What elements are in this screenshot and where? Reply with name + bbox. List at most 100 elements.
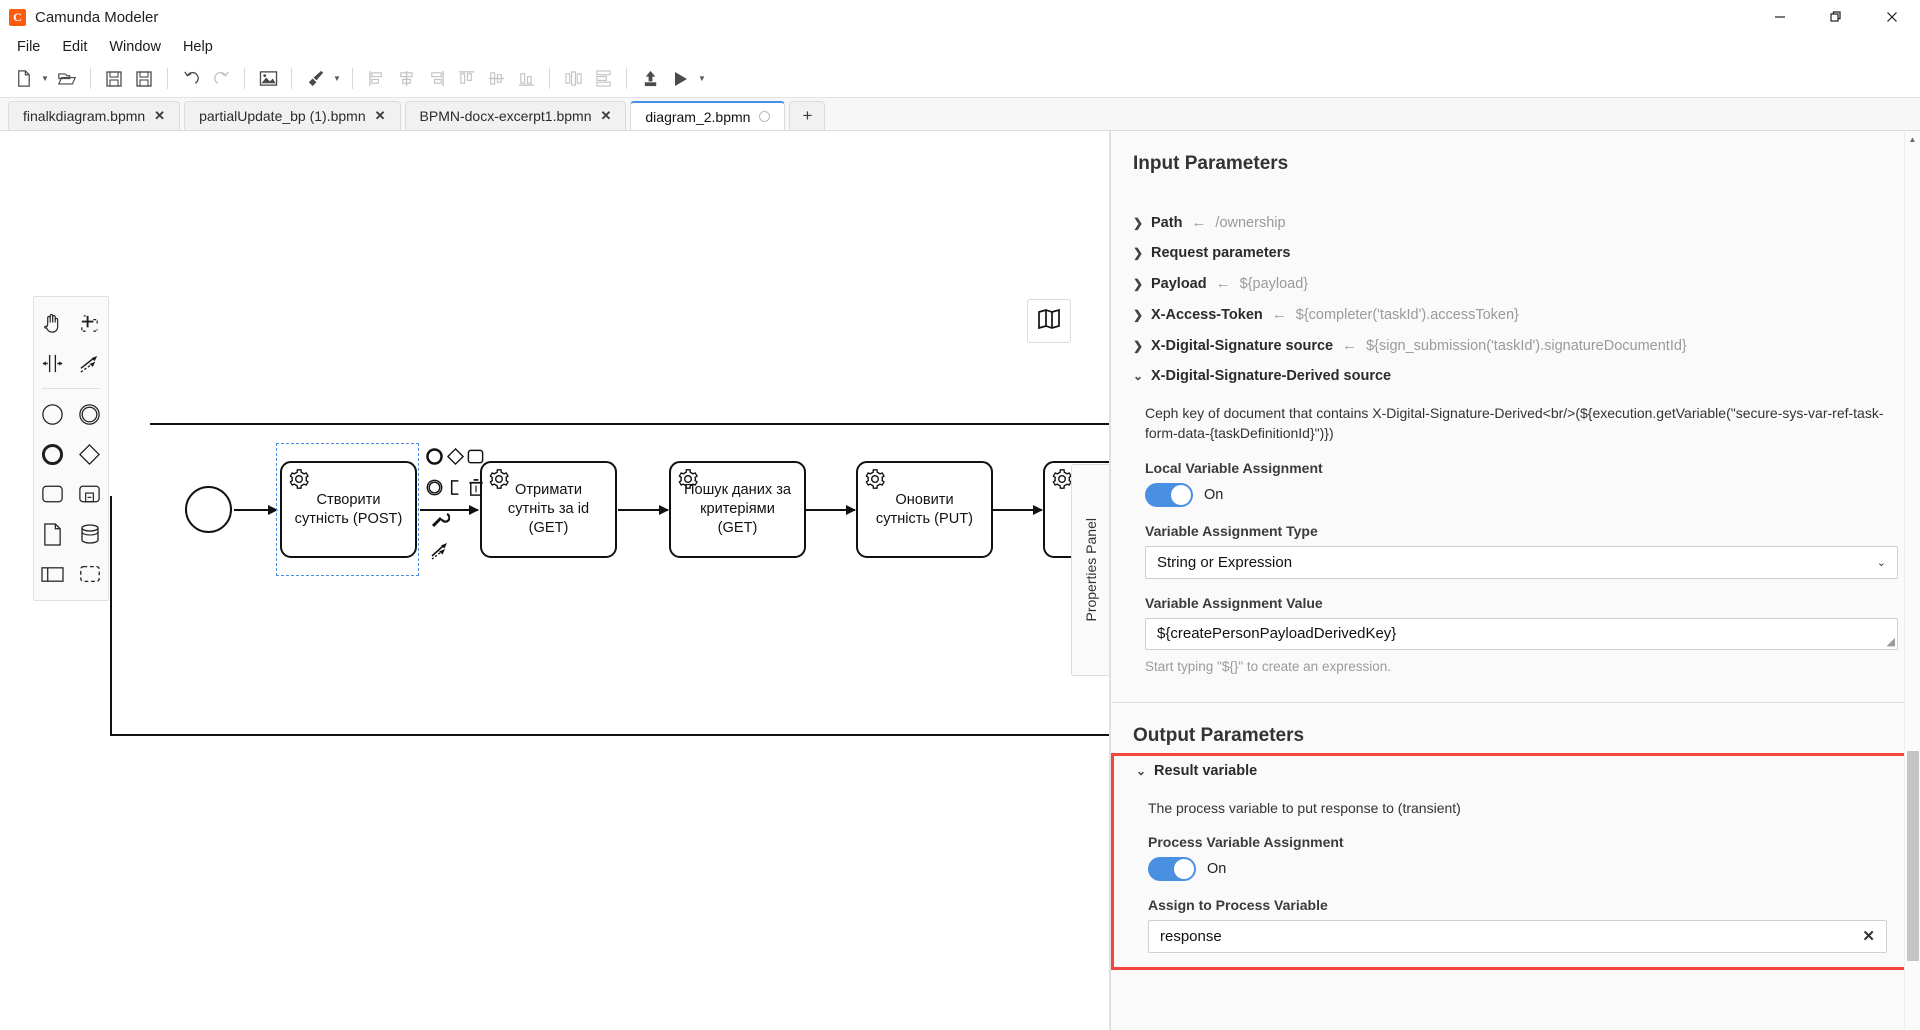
sequence-flow[interactable] xyxy=(420,505,479,515)
properties-panel: Input Parameters ❯ Path ← /ownership ❯ R… xyxy=(1110,131,1920,1030)
resize-grip-icon[interactable]: ◢ xyxy=(1886,635,1895,648)
scrollbar-thumb[interactable] xyxy=(1907,751,1919,961)
local-variable-assignment-toggle[interactable] xyxy=(1145,482,1193,507)
save-icon[interactable] xyxy=(99,64,129,94)
export-image-icon[interactable] xyxy=(253,64,283,94)
brush-caret-icon[interactable]: ▼ xyxy=(333,74,341,83)
minimize-button[interactable] xyxy=(1752,0,1808,34)
brush-icon[interactable] xyxy=(300,64,330,94)
start-instance-icon[interactable] xyxy=(665,64,695,94)
input-param-x-digital-signature-derived-source[interactable]: ⌄ X-Digital-Signature-Derived source xyxy=(1111,361,1920,391)
append-end-event-icon[interactable] xyxy=(424,441,445,472)
tab-bar: finalkdiagram.bpmn ✕ partialUpdate_bp (1… xyxy=(0,98,1920,131)
lasso-tool-icon[interactable] xyxy=(71,303,108,343)
process-variable-assignment-label: Process Variable Assignment xyxy=(1148,833,1344,850)
connect-icon[interactable] xyxy=(424,534,455,565)
participant-lane-bottom xyxy=(110,734,1109,736)
arrow-left-icon: ← xyxy=(1215,275,1231,292)
close-button[interactable] xyxy=(1864,0,1920,34)
align-left-icon[interactable] xyxy=(361,64,391,94)
tab-unsaved-indicator-icon[interactable] xyxy=(759,111,771,122)
append-text-annotation-icon[interactable] xyxy=(445,472,466,503)
map-icon xyxy=(1037,308,1061,335)
bpmn-canvas[interactable]: Створити сутність (POST) Отримати сутніт… xyxy=(0,131,1110,1030)
bpmn-task-search-by-criteria[interactable]: Пошук даних за критеріями (GET) xyxy=(669,461,806,558)
append-intermediate-event-icon[interactable] xyxy=(424,472,445,503)
distribute-horizontal-icon[interactable] xyxy=(558,64,588,94)
align-center-icon[interactable] xyxy=(391,64,421,94)
wrench-icon[interactable] xyxy=(424,503,455,534)
sequence-flow[interactable] xyxy=(618,505,669,515)
delete-icon[interactable] xyxy=(465,472,486,503)
align-bottom-icon[interactable] xyxy=(511,64,541,94)
bpmn-task-update-entity[interactable]: Оновити сутність (PUT) xyxy=(856,461,993,558)
append-gateway-icon[interactable] xyxy=(445,441,466,472)
save-as-icon[interactable] xyxy=(129,64,159,94)
hand-tool-icon[interactable] xyxy=(34,303,71,343)
deploy-icon[interactable] xyxy=(635,64,665,94)
result-variable-label: Result variable xyxy=(1154,762,1258,779)
intermediate-event-icon[interactable] xyxy=(71,394,108,434)
variable-assignment-value-input[interactable]: ${createPersonPayloadDerivedKey} ◢ xyxy=(1145,617,1898,650)
tab-bpmn-docx-excerpt1[interactable]: BPMN-docx-excerpt1.bpmn ✕ xyxy=(404,101,627,130)
input-param-request-parameters[interactable]: ❯ Request parameters xyxy=(1111,238,1920,268)
input-param-x-digital-signature-source[interactable]: ❯ X-Digital-Signature source ← ${sign_su… xyxy=(1111,330,1920,361)
tab-close-icon[interactable]: ✕ xyxy=(600,108,612,123)
bpmn-task-create-entity[interactable]: Створити сутність (POST) xyxy=(280,461,417,558)
open-file-icon[interactable] xyxy=(52,64,82,94)
distribute-vertical-icon[interactable] xyxy=(588,64,618,94)
minimap-toggle-button[interactable] xyxy=(1027,299,1071,343)
sequence-flow[interactable] xyxy=(992,505,1043,515)
start-event[interactable] xyxy=(185,486,232,533)
align-top-icon[interactable] xyxy=(451,64,481,94)
align-middle-icon[interactable] xyxy=(481,64,511,94)
sequence-flow[interactable] xyxy=(805,505,856,515)
variable-assignment-type-select[interactable]: String or Expression ⌄ xyxy=(1145,545,1898,579)
align-right-icon[interactable] xyxy=(421,64,451,94)
toolbar-divider xyxy=(167,68,168,89)
scroll-up-arrow-icon[interactable]: ▲ xyxy=(1908,134,1917,144)
append-task-icon[interactable] xyxy=(465,441,486,472)
new-file-icon[interactable] xyxy=(8,64,38,94)
start-event-icon[interactable] xyxy=(34,394,71,434)
end-event-icon[interactable] xyxy=(34,434,71,474)
clear-icon[interactable]: ✕ xyxy=(1862,928,1875,946)
subprocess-icon[interactable] xyxy=(71,474,108,514)
participant-icon[interactable] xyxy=(34,554,71,594)
local-variable-assignment-label: Local Variable Assignment xyxy=(1145,459,1323,476)
tab-finalkdiagram[interactable]: finalkdiagram.bpmn ✕ xyxy=(8,101,181,130)
bpmn-task-get-entity-by-id[interactable]: Отримати сутніть за id (GET) xyxy=(480,461,617,558)
tab-close-icon[interactable]: ✕ xyxy=(374,108,386,123)
assign-to-process-variable-input[interactable]: response ✕ xyxy=(1148,919,1887,953)
new-file-caret-icon[interactable]: ▼ xyxy=(41,74,49,83)
undo-icon[interactable] xyxy=(176,64,206,94)
menu-window[interactable]: Window xyxy=(109,39,161,55)
chevron-down-icon: ⌄ xyxy=(1133,369,1144,383)
menu-edit[interactable]: Edit xyxy=(62,39,88,55)
data-object-icon[interactable] xyxy=(34,514,71,554)
tab-close-icon[interactable]: ✕ xyxy=(154,108,166,123)
input-param-path[interactable]: ❯ Path ← /ownership xyxy=(1111,207,1920,238)
output-param-result-variable[interactable]: ⌄ Result variable xyxy=(1114,756,1909,786)
group-icon[interactable] xyxy=(71,554,108,594)
input-param-payload[interactable]: ❯ Payload ← ${payload} xyxy=(1111,268,1920,299)
input-param-x-access-token[interactable]: ❯ X-Access-Token ← ${completer('taskId')… xyxy=(1111,299,1920,330)
space-tool-icon[interactable] xyxy=(34,343,71,383)
data-store-icon[interactable] xyxy=(71,514,108,554)
tab-partialupdate[interactable]: partialUpdate_bp (1).bpmn ✕ xyxy=(184,101,401,130)
menu-file[interactable]: File xyxy=(17,39,41,55)
menu-help[interactable]: Help xyxy=(182,39,213,55)
gateway-icon[interactable] xyxy=(71,434,108,474)
start-caret-icon[interactable]: ▼ xyxy=(698,74,706,83)
connect-tool-icon[interactable] xyxy=(71,343,108,383)
properties-scrollbar[interactable]: ▲ ▼ xyxy=(1904,131,1920,1030)
new-tab-button[interactable]: + xyxy=(789,101,826,130)
properties-panel-toggle-tab[interactable]: Properties Panel xyxy=(1071,464,1109,676)
task-icon[interactable] xyxy=(34,474,71,514)
chevron-right-icon: ❯ xyxy=(1133,338,1144,353)
sequence-flow[interactable] xyxy=(234,505,278,515)
tab-diagram-2[interactable]: diagram_2.bpmn xyxy=(630,101,786,130)
maximize-button[interactable] xyxy=(1808,0,1864,34)
redo-icon[interactable] xyxy=(206,64,236,94)
process-variable-assignment-toggle[interactable] xyxy=(1148,856,1196,881)
